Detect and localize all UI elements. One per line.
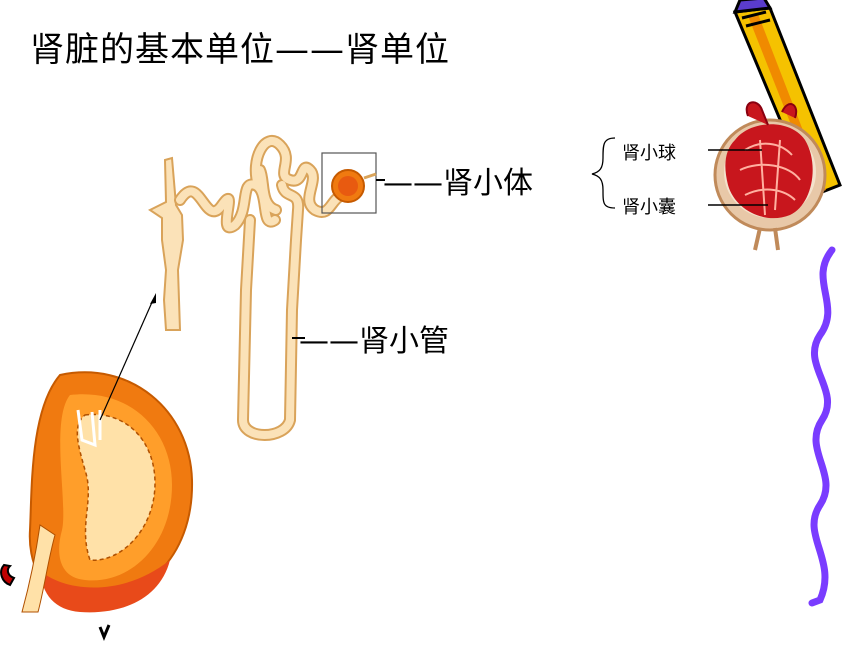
decorative-wavy-border xyxy=(808,246,836,607)
pointer-arrow xyxy=(99,299,154,421)
glomerulus-label: 肾小球 xyxy=(622,143,676,164)
corpuscle-highlight-box xyxy=(321,152,377,214)
decorative-mark xyxy=(0,563,16,587)
collecting-duct xyxy=(148,156,185,331)
brace xyxy=(591,137,616,209)
slide-title: 肾脏的基本单位——肾单位 xyxy=(30,30,450,70)
renal-tubule xyxy=(174,135,348,441)
capsule-label: 肾小囊 xyxy=(622,197,676,218)
kidney-cross-section xyxy=(21,371,194,613)
renal-corpuscle-label: ——肾小体 xyxy=(383,166,533,201)
renal-tubule-label: ——肾小管 xyxy=(299,324,449,359)
decorative-mark xyxy=(98,624,111,641)
glomerulus-detail xyxy=(713,101,827,251)
